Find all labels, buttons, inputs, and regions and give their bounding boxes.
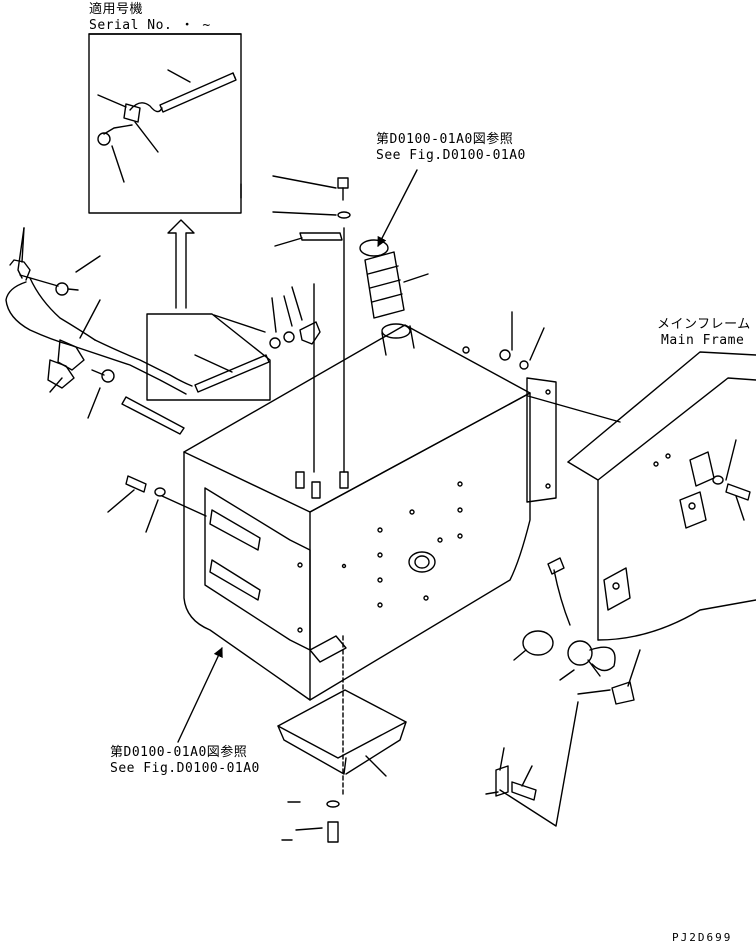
ref-top-en: See Fig.D0100-01A0 bbox=[376, 148, 526, 163]
ref-bottom-en: See Fig.D0100-01A0 bbox=[110, 761, 260, 776]
drawing-id: PJ2D699 bbox=[672, 931, 733, 944]
filler-strainer bbox=[360, 170, 428, 318]
top-fasteners bbox=[273, 176, 350, 472]
detail-box bbox=[147, 314, 270, 400]
inset-detail bbox=[89, 34, 241, 213]
left-mount-bolt bbox=[108, 476, 206, 532]
detail-arrow bbox=[168, 220, 194, 308]
fuel-tank bbox=[178, 324, 556, 742]
under-cover bbox=[278, 636, 406, 842]
ref-top-ja: 第D0100-01A0図参照 bbox=[376, 132, 514, 147]
left-hose-assembly bbox=[6, 228, 192, 434]
ref-bottom-ja: 第D0100-01A0図参照 bbox=[110, 745, 248, 760]
serial-label-en: Serial No. ・ ~ bbox=[89, 18, 211, 33]
harness-clamp bbox=[486, 748, 536, 800]
main-frame-label-ja: メインフレーム bbox=[657, 317, 751, 332]
level-sender bbox=[500, 558, 640, 826]
main-frame bbox=[528, 352, 756, 640]
main-frame-label-en: Main Frame bbox=[661, 333, 745, 348]
rear-fasteners bbox=[463, 312, 544, 369]
serial-label-ja: 適用号機 bbox=[89, 2, 144, 17]
fittings bbox=[270, 287, 320, 348]
